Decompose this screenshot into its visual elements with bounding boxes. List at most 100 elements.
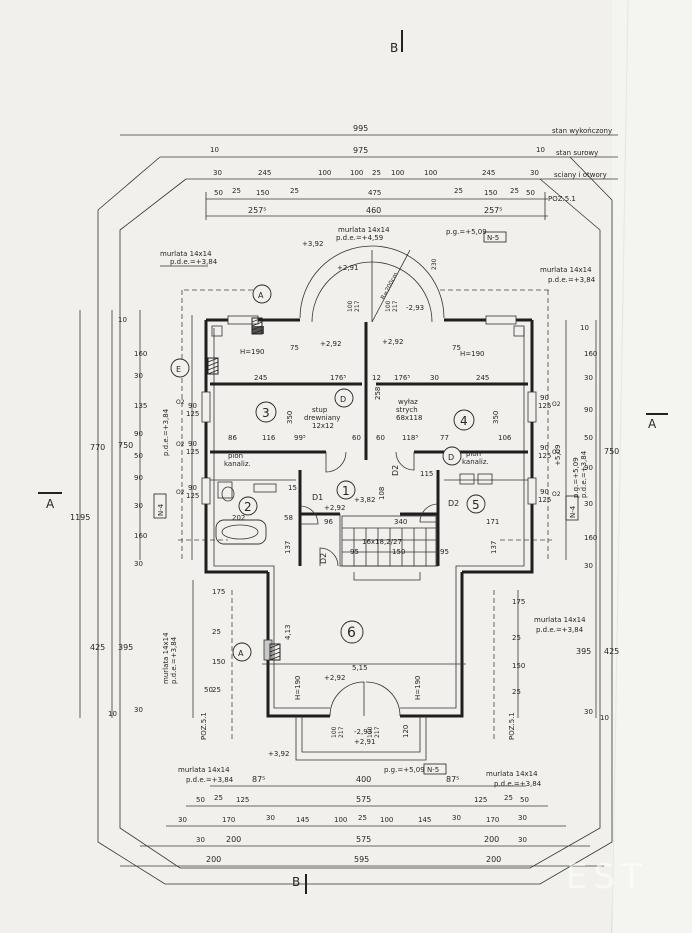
dim-top-r5-1: 460 xyxy=(366,206,381,215)
dim-right-30: 30 xyxy=(584,374,593,382)
pg-509-top: p.g.=+5,09 xyxy=(446,228,487,236)
h190-sw: H=190 xyxy=(294,676,302,701)
dim-left-160b: 160 xyxy=(134,532,147,540)
dim-230: 230 xyxy=(431,258,438,270)
dim-bot-r3-4: 100 xyxy=(334,816,347,824)
dim-bot-r3-2: 30 xyxy=(266,814,275,822)
dim-left-425: 425 xyxy=(90,643,105,652)
section-b-bottom-label: B xyxy=(292,875,300,889)
murlata-ne-title: murlata 14x14 xyxy=(540,266,592,274)
w-125-4: 125 xyxy=(538,402,551,410)
roof-eaves-outline xyxy=(97,156,613,885)
o2-right-3: O2 xyxy=(552,491,561,498)
legend-raw: stan surowy xyxy=(556,149,598,157)
dim-bot-r2-3: 575 xyxy=(356,795,371,804)
dim-top-10b: 10 xyxy=(536,146,545,154)
bottom-dimension-lines xyxy=(120,785,604,867)
dim-bot-r5-2: 200 xyxy=(486,855,501,864)
level-292-n: +2,92 xyxy=(320,340,341,348)
dim-right-90: 90 xyxy=(584,406,593,414)
o2-right-2: O2 xyxy=(552,449,561,456)
wylaz-line2: strych xyxy=(396,406,418,414)
level-292-s: +2,92 xyxy=(324,674,345,682)
dim-top-r4-1: 25 xyxy=(232,187,241,195)
win-217-bottom: 217 xyxy=(338,726,345,738)
poz-top: POZ.5.1 xyxy=(548,195,576,203)
hatched-columns xyxy=(207,317,281,661)
dim-120: 120 xyxy=(402,725,410,738)
dim-right-175: 175 xyxy=(512,598,525,606)
dim-bot-r1-0: 87⁵ xyxy=(252,775,265,784)
stup-line2: drewniany xyxy=(304,414,340,422)
dim-bot-r2-6: 50 xyxy=(520,796,529,804)
dim-150: 150 xyxy=(392,548,405,556)
room-1-circle xyxy=(336,480,356,500)
grid-d-center-label: D xyxy=(340,395,346,404)
wylaz-line1: wyłaz xyxy=(398,398,418,406)
o2-right-1: O2 xyxy=(552,401,561,408)
pion-left-1: pion xyxy=(228,452,243,460)
dim-118: 118⁵ xyxy=(402,434,418,442)
w-90-3: 90 xyxy=(188,484,197,492)
dim-bot-r3-1: 170 xyxy=(222,816,235,824)
dim-30-mid: 30 xyxy=(430,374,439,382)
dim-96: 96 xyxy=(324,518,333,526)
dim-bot-r3-6: 100 xyxy=(380,816,393,824)
room-6-circle xyxy=(340,620,364,644)
dim-176-l: 176⁵ xyxy=(330,374,346,382)
level-292-ne: +2,92 xyxy=(382,338,403,346)
n4-left-box xyxy=(153,493,167,519)
dim-bot-r2-1: 25 xyxy=(214,794,223,802)
level-292-hall: +2,92 xyxy=(324,504,345,512)
dim-bot-r3-9: 170 xyxy=(486,816,499,824)
n4-right-label: N-4 xyxy=(569,505,577,518)
win-217-top: 217 xyxy=(354,300,361,312)
dim-top-995: 995 xyxy=(353,124,368,133)
dim-bot-r4-3: 200 xyxy=(484,835,499,844)
w-125-3: 125 xyxy=(186,492,199,500)
dim-116: 116 xyxy=(262,434,276,442)
level-392-top: +3,92 xyxy=(302,240,323,248)
n5-bottom-label: N-5 xyxy=(427,766,439,774)
murlata-br-title: murlata 14x14 xyxy=(486,770,538,778)
dim-202: 202 xyxy=(232,514,245,522)
w-90-2: 90 xyxy=(188,440,197,448)
dim-top-r3-8: 30 xyxy=(530,169,539,177)
w-125-1: 125 xyxy=(186,410,199,418)
stup-line1: stup xyxy=(312,406,328,414)
room-4-label: 4 xyxy=(460,414,468,428)
dim-top-r3-1: 245 xyxy=(258,169,271,177)
dim-left-10: 10 xyxy=(118,316,127,324)
doors xyxy=(299,451,439,717)
grid-a-bottom-circle xyxy=(232,642,252,662)
dim-right-160: 160 xyxy=(584,350,597,358)
n4-right-box xyxy=(565,495,579,521)
dim-top-r4-8: 50 xyxy=(526,189,535,197)
section-b-top-label: B xyxy=(390,41,398,55)
door-d2-center: D2 xyxy=(391,465,400,476)
dim-12-mid: 12 xyxy=(372,374,381,382)
win-100-bottom: 100 xyxy=(331,726,338,738)
dim-top-r4-2: 150 xyxy=(256,189,269,197)
murlata-e-pde: p.d.e.=+3,84 xyxy=(580,450,588,498)
dim-15: 15 xyxy=(288,484,297,492)
bottom-bay xyxy=(295,716,427,761)
dim-right-30c: 30 xyxy=(584,562,593,570)
grid-d-right-label: D xyxy=(448,453,454,462)
dim-top-r3-6: 100 xyxy=(424,169,437,177)
dim-bot-r3-0: 30 xyxy=(178,816,187,824)
dim-86: 86 xyxy=(228,434,237,442)
dim-bot-r2-5: 25 xyxy=(504,794,513,802)
pg-509-right: p.g.=+5,09 xyxy=(572,457,580,498)
pion-right-1: pion xyxy=(466,450,481,458)
w-125-2: 125 xyxy=(186,448,199,456)
dim-bot-r1-2: 87⁵ xyxy=(446,775,459,784)
dim-350-r: 350 xyxy=(492,411,500,424)
dim-bot-r4-2: 575 xyxy=(356,835,371,844)
murlata-bl-pde: p.d.e.=+3,84 xyxy=(186,776,234,784)
level-291-top: +2,91 xyxy=(337,264,358,272)
stup-line3: 12x12 xyxy=(312,422,334,430)
n4-left-label: N-4 xyxy=(157,503,165,516)
